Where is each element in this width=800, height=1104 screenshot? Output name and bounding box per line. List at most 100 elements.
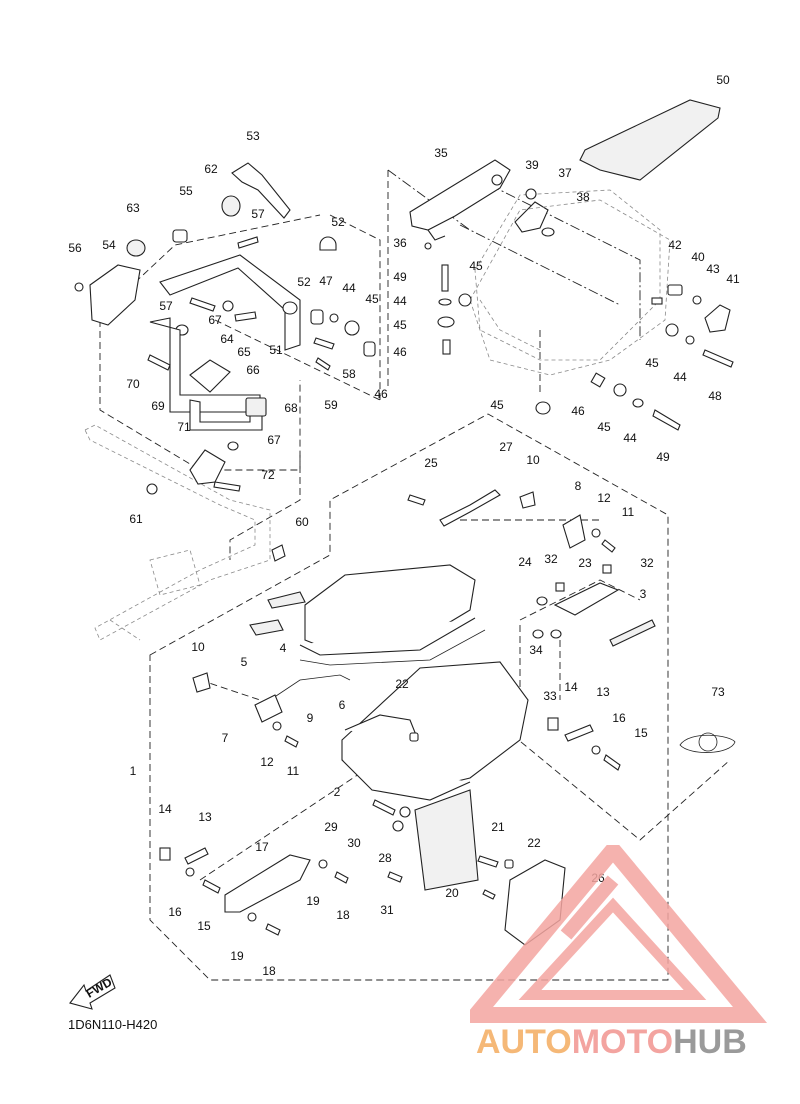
callout-65: 65	[237, 345, 251, 359]
callout-70: 70	[126, 377, 140, 391]
callout-18: 18	[262, 964, 276, 978]
callout-8: 8	[575, 479, 582, 493]
callout-25: 25	[424, 456, 438, 470]
callout-13: 13	[596, 685, 610, 699]
brand-part-2: MOTO	[571, 1023, 674, 1061]
fwd-arrow-icon: FWD	[69, 974, 116, 1010]
callout-46: 46	[571, 404, 585, 418]
callout-53: 53	[246, 129, 260, 143]
callout-17: 17	[255, 840, 269, 854]
callout-47: 47	[319, 274, 333, 288]
callout-9: 9	[307, 711, 314, 725]
callout-52: 52	[331, 215, 345, 229]
body-group	[159, 661, 736, 946]
callout-32: 32	[544, 552, 558, 566]
callout-45: 45	[490, 398, 504, 412]
callout-73: 73	[711, 685, 725, 699]
callout-46: 46	[393, 345, 407, 359]
callout-60: 60	[295, 515, 309, 529]
callout-63: 63	[126, 201, 140, 215]
callout-72: 72	[261, 468, 275, 482]
callout-15: 15	[197, 919, 211, 933]
callout-64: 64	[220, 332, 234, 346]
saddlebag-outline	[469, 199, 671, 376]
callout-49: 49	[393, 270, 407, 284]
callout-50: 50	[716, 73, 730, 87]
callout-44: 44	[673, 370, 687, 384]
diagram-code: 1D6N110-H420	[68, 1017, 158, 1032]
callout-11: 11	[287, 764, 300, 778]
callout-12: 12	[597, 491, 611, 505]
callout-4: 4	[280, 641, 287, 655]
callout-30: 30	[347, 836, 361, 850]
callout-40: 40	[691, 250, 705, 264]
hardware-37-39	[514, 188, 555, 237]
callout-44: 44	[342, 281, 356, 295]
callout-61: 61	[129, 512, 143, 526]
seat-pad-shape	[579, 99, 721, 181]
callout-1: 1	[130, 764, 137, 778]
callout-42: 42	[668, 238, 682, 252]
callout-10: 10	[526, 453, 540, 467]
callout-45: 45	[469, 259, 483, 273]
callout-43: 43	[706, 262, 720, 276]
callout-32: 32	[640, 556, 654, 570]
callout-13: 13	[198, 810, 212, 824]
callout-38: 38	[576, 190, 590, 204]
callout-33: 33	[543, 689, 557, 703]
callout-35: 35	[434, 146, 448, 160]
callout-52: 52	[297, 275, 311, 289]
callout-24: 24	[518, 555, 532, 569]
callout-15: 15	[634, 726, 648, 740]
brand-part-3: HUB	[673, 1023, 747, 1061]
callout-44: 44	[393, 294, 407, 308]
callout-29: 29	[324, 820, 338, 834]
lid-group	[192, 489, 656, 748]
callout-7: 7	[222, 731, 229, 745]
guard-bar-assembly	[74, 162, 376, 562]
callout-39: 39	[525, 158, 539, 172]
callout-28: 28	[378, 851, 392, 865]
callout-66: 66	[246, 363, 260, 377]
callout-37: 37	[558, 166, 572, 180]
callout-46: 46	[374, 387, 388, 401]
callout-68: 68	[284, 401, 298, 415]
callout-5: 5	[241, 655, 248, 669]
brand-watermark-logo-icon	[470, 845, 768, 1023]
callout-19: 19	[306, 894, 320, 908]
callout-2: 2	[334, 785, 341, 799]
callout-27: 27	[499, 440, 513, 454]
brand-part-1: AUTO	[476, 1023, 572, 1061]
callout-41: 41	[726, 272, 740, 286]
callout-12: 12	[260, 755, 274, 769]
callout-67: 67	[208, 313, 222, 327]
callout-18: 18	[336, 908, 350, 922]
fasteners-column	[424, 242, 734, 431]
callout-6: 6	[339, 698, 346, 712]
callout-62: 62	[204, 162, 218, 176]
callout-51: 51	[269, 343, 283, 357]
callout-34: 34	[529, 643, 543, 657]
callout-59: 59	[324, 398, 338, 412]
callout-56: 56	[68, 241, 82, 255]
callout-49: 49	[656, 450, 670, 464]
callout-57: 57	[251, 207, 265, 221]
callout-16: 16	[612, 711, 626, 725]
callout-45: 45	[597, 420, 611, 434]
callout-22: 22	[527, 836, 541, 850]
callout-14: 14	[564, 680, 578, 694]
callout-21: 21	[491, 820, 505, 834]
callout-36: 36	[393, 236, 407, 250]
callout-22: 22	[395, 677, 409, 691]
callout-23: 23	[578, 556, 592, 570]
callout-58: 58	[342, 367, 356, 381]
stay-bracket-shape	[409, 159, 511, 241]
callout-71: 71	[177, 420, 191, 434]
callout-48: 48	[708, 389, 722, 403]
callout-67: 67	[267, 433, 281, 447]
callout-31: 31	[380, 903, 394, 917]
callout-3: 3	[640, 587, 647, 601]
callout-45: 45	[645, 356, 659, 370]
